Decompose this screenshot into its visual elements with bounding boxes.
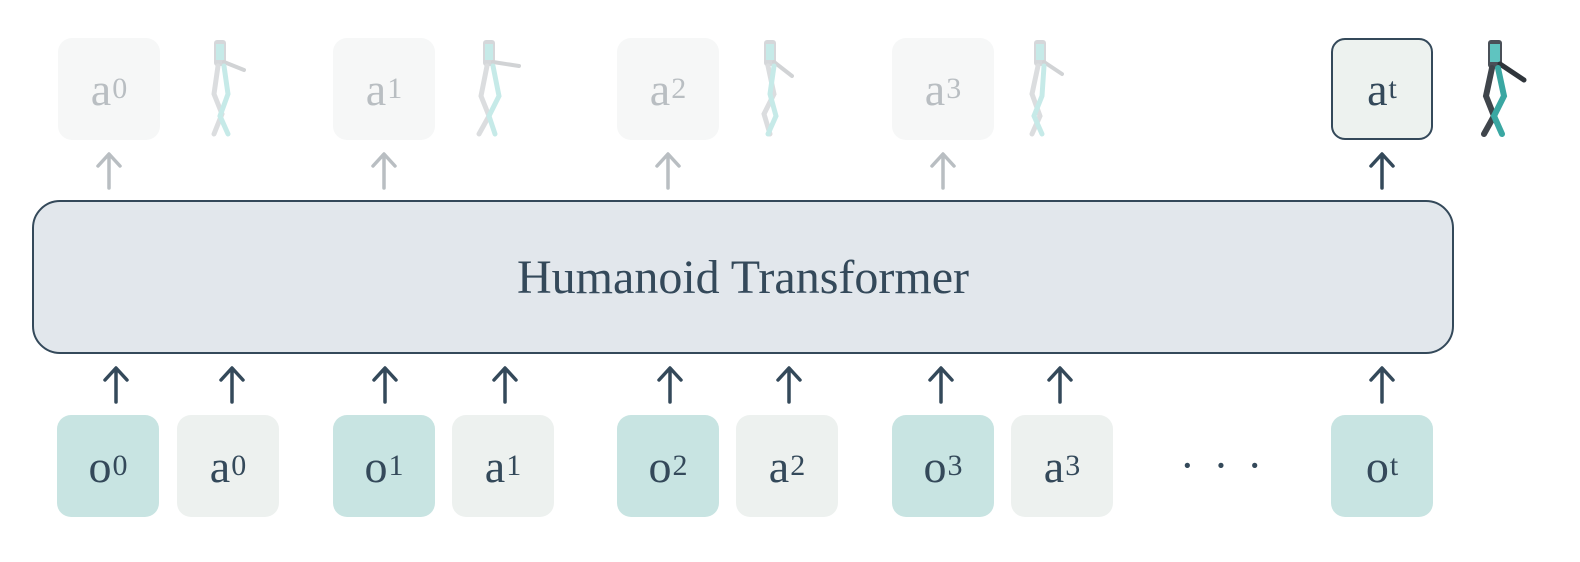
- humanoid-transformer-block: Humanoid Transformer: [32, 200, 1454, 354]
- token-letter: a: [365, 63, 387, 115]
- token-subscript: 3: [947, 449, 963, 482]
- token-subscript: 1: [388, 449, 404, 482]
- token-letter: o: [923, 440, 947, 492]
- token-subscript: t: [1389, 449, 1399, 482]
- token-letter: a: [1043, 440, 1065, 492]
- token-subscript: 3: [946, 72, 962, 105]
- arrow-up-icon: [1369, 366, 1395, 404]
- token-letter: a: [484, 440, 506, 492]
- token-letter: o: [364, 440, 388, 492]
- robot-pose-icon: [1481, 40, 1527, 137]
- token-letter: o: [648, 440, 672, 492]
- arrow-up-icon: [657, 366, 683, 404]
- arrow-up-icon: [372, 366, 398, 404]
- arrow-up-icon: [103, 366, 129, 404]
- token-letter: a: [768, 440, 790, 492]
- token-subscript: 1: [387, 72, 403, 105]
- token-subscript: 0: [112, 72, 128, 105]
- arrow-up-icon: [96, 152, 122, 190]
- robot-pose-icon: [761, 40, 794, 137]
- arrow-up-icon: [655, 152, 681, 190]
- token-letter: a: [209, 440, 231, 492]
- token-subscript: 2: [790, 449, 806, 482]
- arrow-up-icon: [930, 152, 956, 190]
- token-subscript: 3: [1065, 449, 1081, 482]
- arrow-up-icon: [776, 366, 802, 404]
- arrow-up-icon: [492, 366, 518, 404]
- token-letter: o: [88, 440, 112, 492]
- token-letter: a: [924, 63, 946, 115]
- token-subscript: 1: [506, 449, 522, 482]
- robot-pose-icon: [476, 40, 521, 137]
- token-letter: a: [1367, 63, 1388, 115]
- ellipsis: · · ·: [1180, 441, 1266, 490]
- arrow-up-icon: [219, 366, 245, 404]
- robot-pose-icon: [1029, 40, 1064, 137]
- arrow-up-icon: [371, 152, 397, 190]
- token-letter: o: [1365, 440, 1389, 492]
- token-subscript: 0: [112, 449, 128, 482]
- token-letter: a: [90, 63, 112, 115]
- token-subscript: 2: [671, 72, 687, 105]
- transformer-label: Humanoid Transformer: [517, 250, 969, 304]
- token-subscript: 2: [672, 449, 688, 482]
- arrow-up-icon: [1369, 152, 1395, 190]
- arrow-up-icon: [1047, 366, 1073, 404]
- robot-pose-icon: [211, 40, 246, 137]
- arrow-up-icon: [928, 366, 954, 404]
- token-subscript: 0: [231, 449, 247, 482]
- token-subscript: t: [1388, 72, 1397, 105]
- token-letter: a: [649, 63, 671, 115]
